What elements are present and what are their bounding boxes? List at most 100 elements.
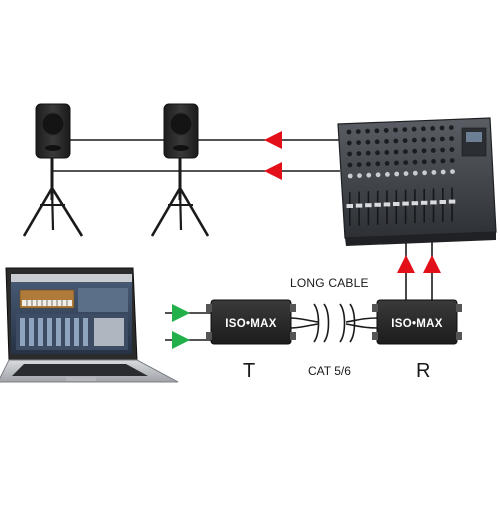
red-arrow-left-upper [264,131,282,149]
mixer-knob [422,170,427,176]
speaker-left [22,103,84,237]
mixer-fader-cap [430,200,437,205]
mixer-knob [412,159,418,165]
mixer-knob [421,137,427,143]
mixer-knob [431,170,437,175]
mixer-knob [374,139,380,145]
mixer-fader-slot [414,189,416,224]
mixer-knob [346,140,352,146]
mixer-knob [384,161,390,166]
mixer-knob [383,127,389,133]
mixer-knob [384,139,389,144]
mixer-knob [366,161,371,167]
mixer-knob [430,148,436,153]
mixer-knob [449,136,454,142]
mixer-fader-cap [355,203,363,208]
laptop [0,267,179,383]
mixer-knob [356,151,362,157]
mixer-knob [357,173,362,179]
mixer-fader-cap [411,201,419,206]
mixer-knob [449,147,455,153]
mixer-fader-slot [404,189,407,224]
arrows-receiver-to-mixer [397,255,441,273]
mixer-knob [393,127,398,133]
mixer-knob-grid [346,125,455,179]
mixer-knob [346,129,352,135]
cable-break-left [313,303,320,343]
mixer-fader-cap [383,202,391,207]
mixer-knob [412,170,418,176]
mixer-fader-cap [365,203,372,208]
mixer-fader-slot [367,191,370,226]
red-arrow-left-lower [264,162,282,180]
mixer-knob [430,125,436,131]
mixer-knob [366,172,372,178]
green-arrow-right-lower [172,331,190,349]
mixer-knob [448,125,454,130]
mixer-knob [365,128,370,134]
mixer-fader-cap [448,199,456,204]
mixer-knob [365,139,371,145]
mixer-knob [347,173,353,179]
mixer-knob [449,158,455,164]
transmitter-label: T [243,360,256,382]
mixer-fader-slot [432,188,435,223]
receiver-brand: ISO•MAX [391,318,443,330]
arrows-laptop-to-transmitter [172,304,190,349]
mixer-knob [412,137,417,143]
mixer-knob [450,169,455,175]
mixer-knob [347,151,352,157]
mixer-fader-cap [346,204,353,208]
mixer-knob [439,125,445,131]
mixer-knob [411,126,417,132]
mixer-knob [403,149,408,155]
mixer [337,117,497,246]
mixer-knob [375,161,381,167]
mixer-fader-row [346,187,456,226]
mixer-knob [394,160,399,166]
mixer-knob [356,140,361,146]
mixer-knob [393,138,399,144]
mixer-knob [375,172,381,178]
mixer-knob [347,162,353,168]
isomax-transmitter: ISO•MAX [206,299,296,345]
mixer-knob [403,171,409,177]
mixer-knob [440,147,445,153]
receiver-label: R [416,360,431,382]
speaker-right [150,103,210,237]
mixer-knob [421,159,427,165]
mixer-knob [355,129,361,135]
mixer-fader-cap [402,201,409,206]
cable-break-right [339,303,346,343]
isomax-receiver: ISO•MAX [372,299,462,345]
long-cable-label: LONG CABLE [290,276,369,290]
mixer-fader-slot [423,188,425,223]
mixer-knob [440,169,446,175]
mixer-knob [430,137,436,142]
mixer-knob [439,136,445,142]
mixer-fader-cap [439,200,446,204]
mixer-fader-cap [374,202,381,207]
mixer-fader-slot [442,188,444,222]
red-arrow-up-right [423,255,441,273]
mixer-knob [412,148,418,154]
mixer-knob [384,150,390,155]
mixer-fader-cap [393,202,400,206]
mixer-knob [403,160,409,166]
mixer-fader-slot [358,191,360,226]
mixer-fader-slot [386,190,388,225]
green-arrow-right-upper [172,304,190,322]
mixer-knob [375,150,380,156]
cat-cable-label: CAT 5/6 [308,364,351,378]
mixer-fader-slot [349,192,351,226]
mixer-fader-cap [420,200,428,205]
mixer-knob [421,126,426,132]
mixer-knob [356,162,362,168]
mixer-knob [394,171,400,177]
mixer-fader-slot [395,190,398,224]
mixer-knob [402,127,408,132]
red-arrow-up-left [397,255,415,273]
mixer-knob [365,150,371,156]
